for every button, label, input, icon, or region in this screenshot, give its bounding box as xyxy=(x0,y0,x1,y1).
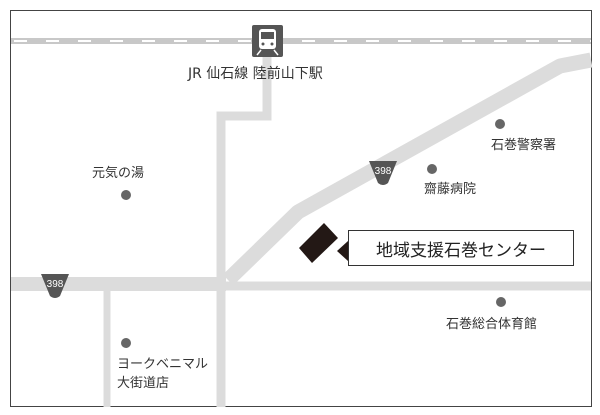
destination-label: 地域支援石巻センター xyxy=(348,230,574,266)
landmark-yorkbenimaru-branch: 大街道店 xyxy=(117,376,170,391)
landmark-yorkbenimaru: ヨークベニマル xyxy=(117,357,209,372)
destination-marker xyxy=(299,223,348,263)
landmark-gym: 石巻総合体育館 xyxy=(446,317,538,332)
station-label: JR 仙石線 陸前山下駅 xyxy=(188,66,323,82)
poi-dot-yorkbenimaru xyxy=(121,338,131,348)
landmark-genki-no-yu: 元気の湯 xyxy=(92,166,145,181)
poi-dot-police xyxy=(495,119,505,129)
station-road xyxy=(216,57,272,407)
destination-name: 地域支援石巻センター xyxy=(376,240,546,261)
poi-dot-gym xyxy=(496,297,506,307)
route-398-shield-east: 398 xyxy=(369,161,397,185)
landmark-police: 石巻警察署 xyxy=(491,138,557,153)
landmark-hospital: 齋藤病院 xyxy=(424,182,477,197)
poi-dot-hospital xyxy=(427,164,437,174)
svg-text:398: 398 xyxy=(47,279,64,290)
train-icon xyxy=(252,25,283,57)
svg-text:398: 398 xyxy=(375,166,392,177)
route-398-shield-west: 398 xyxy=(41,274,69,298)
route-398-diagonal xyxy=(222,52,593,286)
poi-dot-genki xyxy=(121,190,131,200)
